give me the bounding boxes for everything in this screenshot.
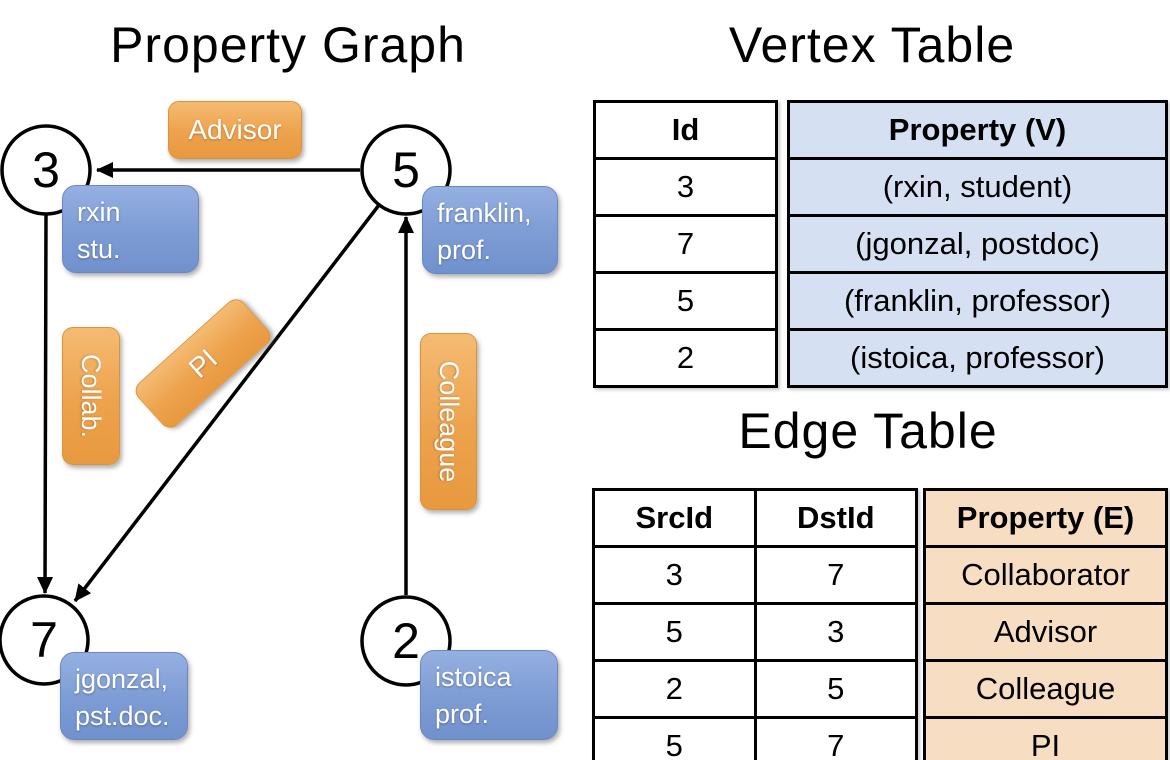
edge-table-dst-header: DstId [753,488,918,548]
vertex-property-box-2: istoica prof. [420,650,558,740]
vertex-table-property-cell: (franklin, professor) [787,271,1168,331]
edge-table-property-column: Property (E) Collaborator Advisor Collea… [923,488,1168,760]
edge-collab-line-3-to-7 [37,213,54,594]
vertex-property-line1: istoica [435,662,512,692]
edge-table-dst-cell: 5 [753,659,918,719]
vertex-property-line2: prof. [437,235,492,265]
edge-label-advisor: Advisor [188,114,282,145]
edge-table-src-header: SrcId [592,488,757,548]
property-graph-title: Property Graph [110,17,466,73]
vertex-table-id-cell: 7 [593,214,778,274]
edge-table-title: Edge Table [738,403,998,459]
edge-label-box-collab: Collab. [62,327,120,465]
edge-table-dst-cell: 7 [753,545,918,605]
vertex-property-box-7: jgonzal, pst.doc. [60,652,188,740]
vertex-property-line1: franklin, [437,198,532,228]
vertex-table-property-cell: (istoica, professor) [787,328,1168,388]
vertex-table-id-cell: 3 [593,157,778,217]
edge-table-property-cell: Collaborator [923,545,1168,605]
vertex-table-property-header: Property (V) [787,100,1168,160]
edge-table-src-cell: 2 [592,659,757,719]
vertex-id-5: 5 [392,142,420,198]
vertex-id-3: 3 [32,142,60,198]
edge-table-src-cell: 5 [592,602,757,662]
edge-table-src-dst-columns: SrcId DstId 3 7 5 3 2 5 5 7 [592,488,918,760]
edge-label-box-advisor: Advisor [168,101,302,159]
vertex-table-id-column: Id 3 7 5 2 [593,100,778,388]
vertex-property-line1: rxin [77,197,121,227]
vertex-property-line2: pst.doc. [75,701,170,731]
edge-table-property-cell: Advisor [923,602,1168,662]
vertex-property-line2: prof. [435,699,490,729]
edge-label-box-colleague: Colleague [420,333,477,510]
vertex-property-box-3: rxin stu. [62,185,199,273]
vertex-table-property-cell: (rxin, student) [787,157,1168,217]
vertex-property-line1: jgonzal, [75,664,169,694]
vertex-id-2: 2 [392,613,420,669]
edge-table-property-header: Property (E) [923,488,1168,548]
vertex-table-title: Vertex Table [728,17,1016,73]
property-graph-drawing [0,124,452,687]
edge-table-property-cell: PI [923,716,1168,760]
edge-table-src-cell: 3 [592,545,757,605]
edge-table-dst-cell: 7 [753,716,918,760]
vertex-table-id-header: Id [593,100,778,160]
edge-label-collab: Collab. [76,353,107,439]
edge-table-dst-cell: 3 [753,602,918,662]
edge-pi-line-5-to-7 [73,203,381,603]
edge-table-src-cell: 5 [592,716,757,760]
vertex-property-box-5: franklin, prof. [422,186,558,274]
edge-table-property-cell: Colleague [923,659,1168,719]
vertex-table-id-cell: 2 [593,328,778,388]
vertex-id-7: 7 [30,612,58,668]
vertex-table-property-cell: (jgonzal, postdoc) [787,214,1168,274]
vertex-table-property-column: Property (V) (rxin, student) (jgonzal, p… [787,100,1168,388]
edge-label-colleague: Colleague [434,360,464,483]
vertex-property-line2: stu. [77,234,121,264]
vertex-table-id-cell: 5 [593,271,778,331]
